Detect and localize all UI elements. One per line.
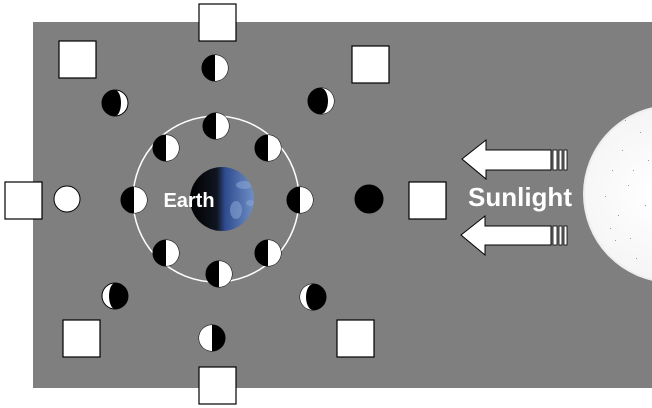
inner-moon-right bbox=[286, 186, 314, 214]
outer-moon-full bbox=[53, 185, 81, 213]
sunlight-arrow-top bbox=[461, 138, 568, 181]
inner-moon-top bbox=[202, 112, 230, 140]
sunlight-label: Sunlight bbox=[468, 182, 572, 212]
outer-moon-new bbox=[354, 184, 384, 214]
outer-moon-quarter-top bbox=[201, 54, 229, 82]
answer-box-left[interactable] bbox=[4, 181, 43, 220]
outer-moon-gibbous-bottom-left bbox=[101, 282, 129, 310]
outer-moon-crescent-bottom-right bbox=[299, 283, 327, 311]
outer-moon-crescent-top-right bbox=[307, 87, 335, 115]
outer-moon-quarter-bottom bbox=[198, 324, 226, 352]
answer-box-right[interactable] bbox=[408, 181, 447, 220]
sun bbox=[583, 107, 652, 281]
inner-moon-bottom bbox=[205, 260, 233, 288]
inner-moon-left bbox=[120, 186, 148, 214]
inner-moon-bottom-left bbox=[152, 239, 180, 267]
answer-box-top[interactable] bbox=[198, 3, 237, 42]
sun-speckles bbox=[605, 120, 649, 259]
outer-moon-gibbous-top-left bbox=[101, 89, 129, 117]
earth bbox=[190, 167, 254, 231]
answer-box-bottom[interactable] bbox=[198, 366, 237, 405]
inner-moon-bottom-right bbox=[254, 239, 282, 267]
sunlight-arrow-bottom bbox=[460, 214, 568, 257]
answer-box-top-left[interactable] bbox=[58, 40, 97, 79]
inner-moon-top-left bbox=[152, 134, 180, 162]
inner-moon-top-right bbox=[254, 134, 282, 162]
earth-label: Earth bbox=[163, 190, 214, 212]
answer-box-bottom-right[interactable] bbox=[336, 319, 375, 358]
answer-box-top-right[interactable] bbox=[351, 45, 390, 84]
answer-box-bottom-left[interactable] bbox=[62, 319, 101, 358]
